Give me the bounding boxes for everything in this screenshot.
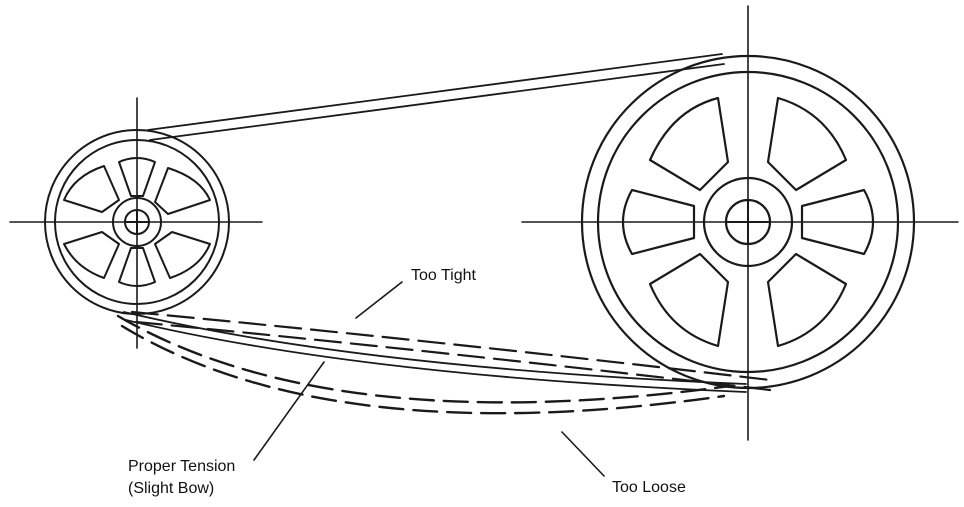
proper-tension-leader [253,361,325,461]
too-loose-label: Too Loose [612,479,686,496]
slight-bow-label: (Slight Bow) [128,480,215,497]
too-tight-leader [355,281,403,319]
too-loose-belt [116,314,732,415]
shaft-crosses [124,199,771,245]
too-tight-belt [130,310,772,392]
upper-belt [147,53,725,141]
too-tight-label: Too Tight [411,267,476,284]
proper-tension-label: Proper Tension [128,458,236,475]
too-loose-leader [561,431,605,477]
leader-lines [253,281,605,477]
